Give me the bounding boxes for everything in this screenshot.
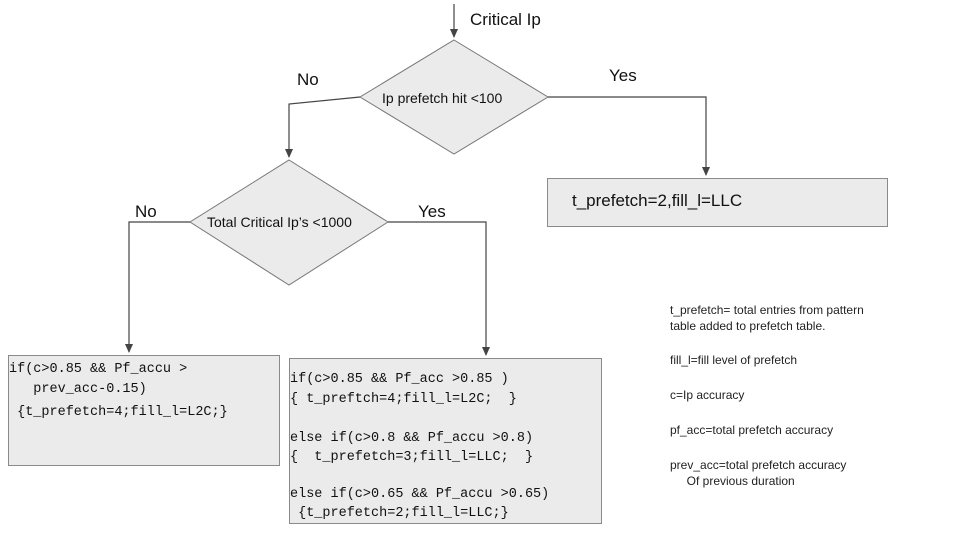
decision2-no-label: No: [135, 202, 157, 221]
right-code-line-4: { t_prefetch=3;fill_l=LLC; }: [290, 450, 534, 465]
right-code-line-2: { t_preftch=4;fill_l=L2C; }: [290, 392, 517, 407]
legend-t-prefetch: t_prefetch= total entries from pattern t…: [670, 303, 864, 333]
decision2-text: Total Critical Ip’s <1000: [207, 214, 352, 230]
legend-c: c=Ip accuracy: [670, 388, 745, 402]
decision1-yes-connector: [548, 96, 710, 176]
legend-fill-l: fill_l=fill level of prefetch: [670, 353, 798, 367]
legend-pf-acc: pf_acc=total prefetch accuracy: [670, 423, 834, 437]
decision2-no-connector: [125, 221, 190, 353]
decision2-diamond: [189, 159, 389, 286]
result-yes1-text: t_prefetch=2,fill_l=LLC: [572, 191, 743, 210]
left-code-line-1: if(c>0.85 && Pf_accu >: [9, 362, 188, 377]
top-label: Critical Ip: [470, 10, 541, 29]
decision2-yes-connector: [388, 221, 490, 356]
left-code-box: if(c>0.85 && Pf_accu > prev_acc-0.15) {t…: [8, 355, 280, 466]
right-code-box: if(c>0.85 && Pf_acc >0.85 ) { t_preftch=…: [289, 358, 602, 524]
decision2-yes-label: Yes: [418, 202, 446, 221]
decision1-diamond: [359, 39, 549, 155]
result-yes1-box: t_prefetch=2,fill_l=LLC: [547, 178, 888, 227]
decision1-no-connector: [285, 96, 361, 158]
legend-prev-acc: prev_acc=total prefetch accuracy Of prev…: [670, 458, 847, 488]
right-code-line-6: {t_prefetch=2;fill_l=LLC;}: [290, 506, 509, 521]
right-code-line-1: if(c>0.85 && Pf_acc >0.85 ): [290, 372, 509, 387]
decision1-no-label: No: [297, 70, 319, 89]
left-code-line-2: prev_acc-0.15): [9, 382, 147, 397]
left-code-line-3: {t_prefetch=4;fill_l=L2C;}: [9, 405, 228, 420]
right-code-line-5: else if(c>0.65 && Pf_accu >0.65): [290, 487, 550, 502]
decision1-yes-label: Yes: [609, 66, 637, 85]
decision1-text: Ip prefetch hit <100: [382, 90, 503, 106]
right-code-line-3: else if(c>0.8 && Pf_accu >0.8): [290, 431, 534, 446]
